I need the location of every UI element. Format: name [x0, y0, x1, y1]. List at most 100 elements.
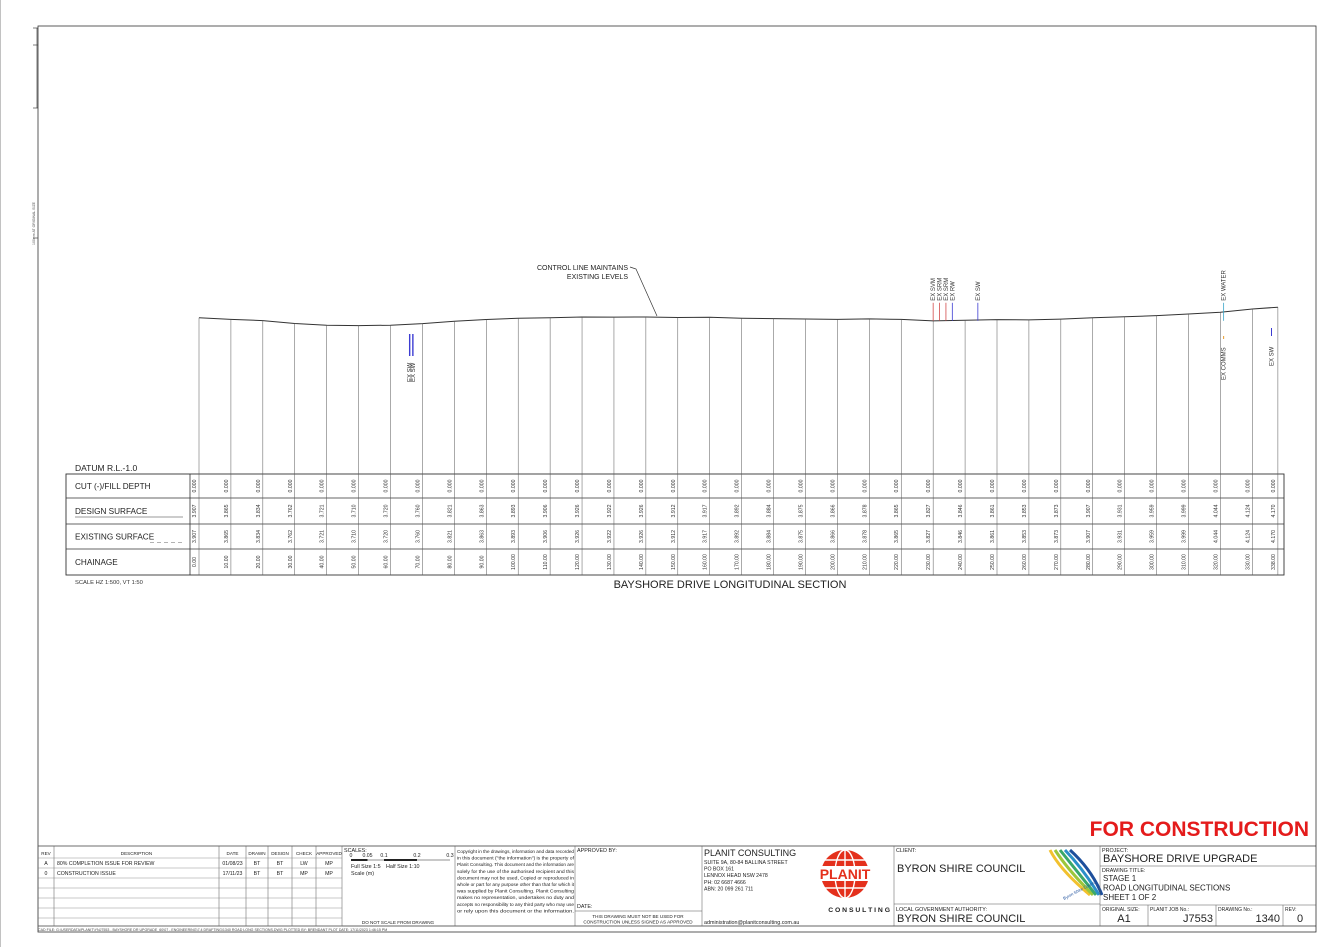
section-value: 3.875 [799, 504, 805, 517]
section-value: 3.760 [415, 504, 421, 517]
section-value: 230.00 [926, 554, 932, 570]
section-value: 3.922 [607, 504, 613, 517]
section-value: 140.00 [639, 554, 645, 570]
section-value: 3.853 [1022, 530, 1028, 543]
rev-cell: LW [300, 861, 307, 867]
section-value: 0.000 [1271, 479, 1277, 492]
job-number: J7553 [1183, 913, 1213, 925]
section-value: 0.000 [830, 479, 836, 492]
section-value: 3.959 [1150, 504, 1156, 517]
rev-header: REV [41, 851, 51, 856]
section-value: 20.00 [256, 555, 262, 568]
rev-header: CHECK [296, 851, 313, 856]
planit-logo-text: PLANIT [820, 866, 871, 882]
service-label: EX SW [408, 362, 414, 382]
rev-cell: 17/11/23 [223, 871, 243, 877]
section-value: 170.00 [735, 554, 741, 570]
drawing-title-line: ROAD LONGITUDINAL SECTIONS [1103, 884, 1230, 893]
section-value: 4.124 [1245, 504, 1251, 517]
section-value: 300.00 [1150, 554, 1156, 570]
datum-label: DATUM R.L.-1.0 [75, 463, 137, 473]
copyright-line: in this document ("the information") is … [457, 856, 575, 861]
section-value: 0.000 [384, 479, 390, 492]
section-value: 0.000 [671, 479, 677, 492]
section-value: 30.00 [288, 555, 294, 568]
section-value: 3.907 [192, 504, 198, 517]
section-value: 3.926 [575, 530, 581, 543]
scale-tick-label: 0.05 [362, 853, 372, 859]
rev-value: 0 [1297, 913, 1303, 925]
section-value: 0.000 [479, 479, 485, 492]
rev-cell: BT [254, 861, 261, 867]
copyright-line: makes no representation, undertakes no d… [457, 895, 575, 900]
company-address: PH: 02 6687 4666 [704, 880, 746, 886]
byron-logo-swoosh [1053, 849, 1095, 897]
section-value: 3.720 [384, 504, 390, 517]
section-value: 3.721 [320, 504, 326, 517]
rev-header: DESCRIPTION [121, 851, 152, 856]
section-value: 0.000 [511, 479, 517, 492]
drawing-no-label: DRAWING No.: [1218, 907, 1253, 913]
section-value: 40.00 [320, 555, 326, 568]
section-value: 3.926 [639, 504, 645, 517]
section-value: 3.922 [607, 530, 613, 543]
section-value: 150.00 [671, 554, 677, 570]
rev-header: APPROVED [316, 851, 342, 856]
section-value: 3.866 [830, 530, 836, 543]
for-construction-stamp: FOR CONSTRUCTION [1090, 818, 1309, 841]
job-label: PLANIT JOB No.: [1150, 907, 1189, 913]
section-value: 3.846 [958, 504, 964, 517]
rev-header: DRAWN [248, 851, 265, 856]
section-value: 3.827 [926, 504, 932, 517]
section-value: 110.00 [543, 554, 549, 570]
section-value: 3.762 [288, 530, 294, 543]
section-value: 160.00 [703, 554, 709, 570]
annotation-line-2: EXISTING LEVELS [567, 274, 628, 281]
rev-cell: MP [325, 871, 333, 877]
copyright-line: was supplied by Planit Consulting. Plani… [457, 889, 575, 894]
section-value: 0.00 [192, 557, 198, 567]
section-value: 0.000 [990, 479, 996, 492]
scale-half: Half Size 1:10 [386, 864, 420, 870]
section-value: 80.00 [447, 555, 453, 568]
section-value: 3.893 [511, 504, 517, 517]
sheet-border [37, 25, 1317, 933]
client-name: BYRON SHIRE COUNCIL [897, 863, 1025, 875]
company-name: PLANIT CONSULTING [704, 848, 796, 858]
service-label: EX SW [411, 362, 417, 382]
section-value: 330.00 [1245, 554, 1251, 570]
service-label: EX RW [950, 281, 956, 301]
section-value: 3.878 [862, 530, 868, 543]
byron-logo-swoosh [1063, 848, 1101, 896]
section-value: 0.000 [926, 479, 932, 492]
service-label: EX COMMS [1222, 347, 1228, 380]
section-value: 4.044 [1213, 504, 1219, 517]
section-value: 10.00 [224, 555, 230, 568]
section-value: 3.926 [639, 530, 645, 543]
section-value: 320.00 [1213, 554, 1219, 570]
section-value: 210.00 [862, 554, 868, 570]
section-value: 0.000 [958, 479, 964, 492]
section-value: 3.907 [1086, 504, 1092, 517]
section-value: 200.00 [830, 554, 836, 570]
section-value: 3.853 [1022, 504, 1028, 517]
section-value: 4.170 [1271, 530, 1277, 543]
section-value: 3.762 [288, 504, 294, 517]
copyright-line: Copyright in the drawings, information a… [457, 849, 575, 854]
section-value: 50.00 [352, 555, 358, 568]
section-value: 0.000 [767, 479, 773, 492]
section-value: 3.863 [479, 530, 485, 543]
date-label: DATE: [577, 904, 592, 910]
section-value: 3.834 [256, 530, 262, 543]
copyright-line: or rely upon this document or the inform… [457, 908, 574, 913]
section-value: 280.00 [1086, 554, 1092, 570]
section-value: 3.865 [894, 504, 900, 517]
section-value: 3.861 [990, 530, 996, 543]
row-label: CUT (-)/FILL DEPTH [75, 482, 151, 491]
section-value: 3.821 [447, 530, 453, 543]
scale-note: SCALE HZ 1:500, VT 1:50 [75, 580, 143, 586]
section-value: 0.000 [256, 479, 262, 492]
section-table-frame [65, 473, 1285, 576]
